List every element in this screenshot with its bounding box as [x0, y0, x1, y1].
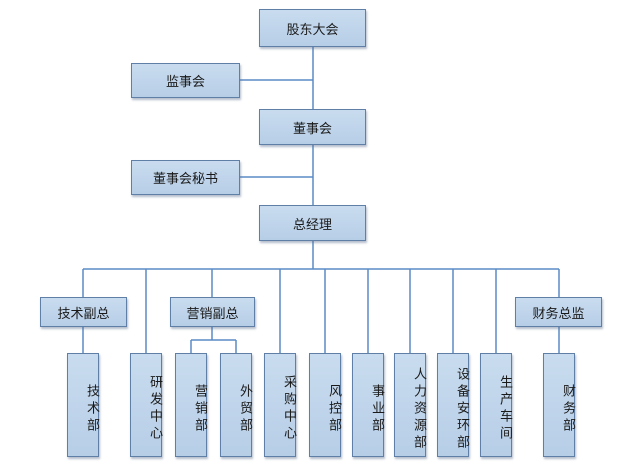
node-label: 研发中心 — [147, 375, 162, 443]
node-label: 董事会 — [292, 121, 332, 137]
node-label: 外贸部 — [237, 383, 252, 435]
business-dept-box: 事业部 — [352, 353, 384, 457]
finance-director-box: 财务总监 — [515, 297, 602, 327]
board-secretary-box: 董事会秘书 — [131, 160, 240, 195]
workshop-box: 生产车间 — [480, 353, 512, 457]
node-label: 营销部 — [192, 383, 207, 435]
node-label: 董事会秘书 — [152, 172, 218, 187]
finance-dept-box: 财务部 — [543, 353, 575, 457]
node-label: 股东大会 — [286, 22, 339, 38]
node-label: 总经理 — [292, 217, 332, 233]
node-label: 事业部 — [369, 383, 384, 435]
node-label: 设备安环部 — [454, 366, 469, 452]
supervisors-box: 监事会 — [131, 63, 240, 98]
node-label: 监事会 — [165, 75, 205, 90]
rd-center-box: 研发中心 — [130, 353, 162, 457]
node-label: 技术部 — [84, 383, 99, 435]
node-label: 生产车间 — [497, 375, 512, 443]
trade-dept-box: 外贸部 — [220, 353, 252, 457]
node-label: 采购中心 — [281, 375, 296, 443]
sales-vp-box: 营销副总 — [170, 297, 255, 327]
risk-dept-box: 风控部 — [309, 353, 341, 457]
purchasing-center-box: 采购中心 — [264, 353, 296, 457]
safety-dept-box: 设备安环部 — [437, 353, 469, 457]
node-label: 财务总监 — [532, 306, 585, 322]
shareholders-box: 股东大会 — [259, 9, 366, 47]
hr-dept-box: 人力资源部 — [394, 353, 426, 457]
node-label: 营销副总 — [186, 306, 239, 322]
node-label: 风控部 — [326, 383, 341, 435]
node-label: 技术副总 — [57, 306, 110, 322]
sales-dept-box: 营销部 — [175, 353, 207, 457]
node-label: 财务部 — [560, 383, 575, 435]
node-label: 人力资源部 — [411, 366, 426, 452]
tech-vp-box: 技术副总 — [40, 297, 127, 327]
board-box: 董事会 — [259, 109, 366, 145]
tech-dept-box: 技术部 — [67, 353, 99, 457]
general-manager-box: 总经理 — [259, 205, 366, 241]
